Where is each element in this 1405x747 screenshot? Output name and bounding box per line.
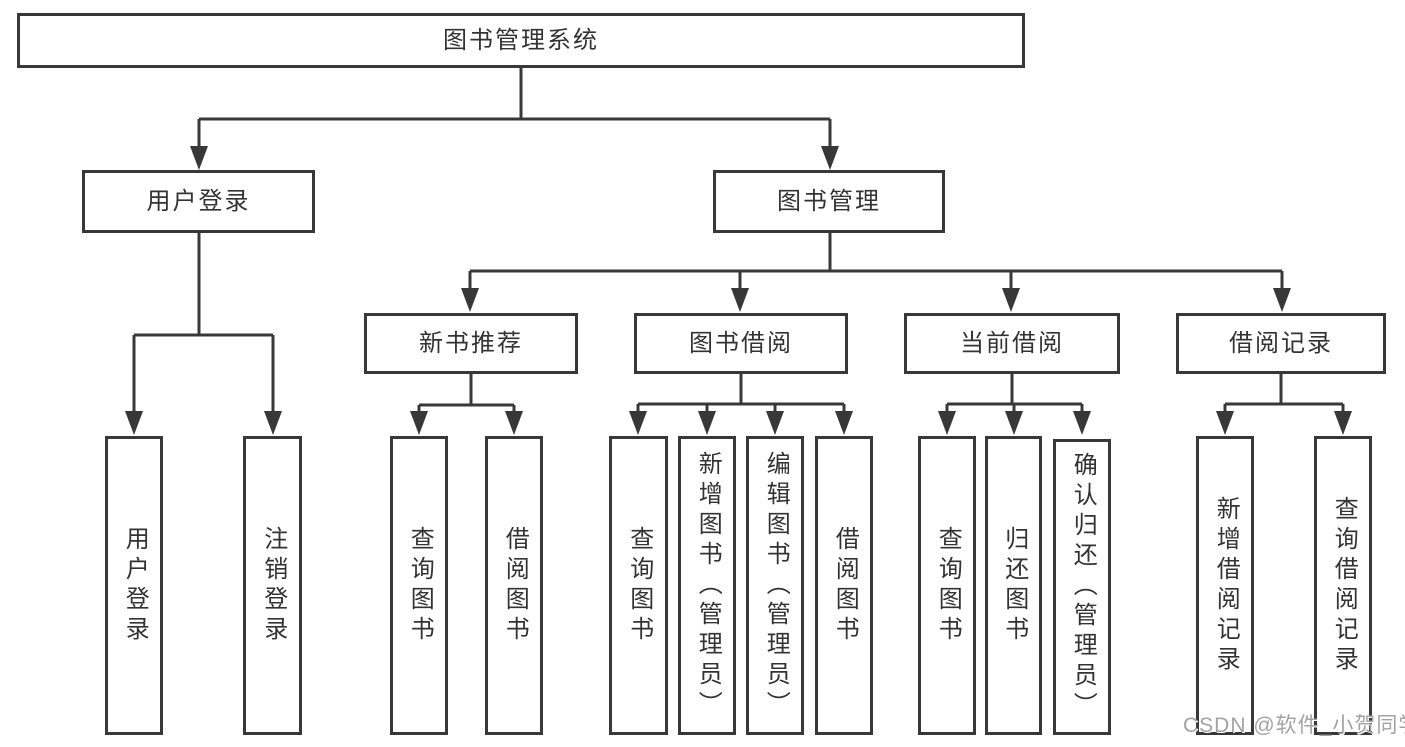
- connector-current-borrow: [945, 374, 1084, 412]
- leaf-borrow-books-2: 借阅图书: [815, 436, 873, 735]
- node-book-management: 图书管理: [713, 170, 945, 233]
- leaf-query-books-2: 查询图书: [609, 436, 668, 735]
- connector-new-book-recommend: [417, 374, 516, 412]
- connector-borrow-record: [1223, 374, 1345, 412]
- leaf-user-login: 用户登录: [105, 436, 163, 735]
- node-borrow-record: 借阅记录: [1176, 313, 1386, 374]
- leaf-edit-books-admin-label: 编辑图书（管理员）: [762, 450, 790, 721]
- arrow-down-icon: [461, 288, 479, 312]
- leaf-confirm-return-admin-label: 确认归还（管理员）: [1069, 452, 1097, 722]
- node-book-management-label: 图书管理: [777, 187, 881, 215]
- leaf-return-books-label: 归还图书: [1000, 525, 1028, 646]
- arrow-down-icon: [190, 146, 208, 170]
- node-user-login-label: 用户登录: [146, 187, 251, 215]
- node-new-book-recommend: 新书推荐: [364, 313, 578, 374]
- node-user-login: 用户登录: [82, 170, 315, 233]
- node-book-borrow-label: 图书借阅: [689, 329, 793, 357]
- arrow-down-icon: [1002, 288, 1020, 312]
- leaf-query-books-3-label: 查询图书: [934, 525, 962, 646]
- leaf-query-books-1-label: 查询图书: [406, 525, 434, 646]
- leaf-user-login-label: 用户登录: [121, 525, 149, 646]
- leaf-query-books-2-label: 查询图书: [625, 525, 653, 646]
- arrow-down-icon: [1073, 411, 1091, 435]
- node-root-label: 图书管理系统: [443, 26, 599, 54]
- leaf-query-borrow-record-label: 查询借阅记录: [1330, 495, 1358, 676]
- leaf-confirm-return-admin: 确认归还（管理员）: [1053, 439, 1111, 735]
- leaf-query-borrow-record: 查询借阅记录: [1314, 436, 1372, 735]
- arrow-down-icon: [125, 411, 143, 435]
- connector-book-borrow: [636, 374, 846, 412]
- leaf-borrow-books-1: 借阅图书: [485, 436, 543, 735]
- node-new-book-recommend-label: 新书推荐: [419, 329, 523, 357]
- arrow-down-icon: [410, 411, 428, 435]
- arrow-down-icon: [698, 411, 716, 435]
- node-root: 图书管理系统: [17, 13, 1025, 68]
- arrow-down-icon: [1273, 288, 1291, 312]
- arrow-down-icon: [766, 411, 784, 435]
- connector-root: [197, 68, 832, 148]
- leaf-add-books-admin-label: 新增图书（管理员）: [694, 450, 722, 721]
- leaf-add-borrow-record: 新增借阅记录: [1196, 436, 1254, 735]
- leaf-borrow-books-2-label: 借阅图书: [831, 525, 859, 646]
- connector-paths: [132, 68, 1345, 412]
- leaf-add-borrow-record-label: 新增借阅记录: [1212, 495, 1240, 676]
- leaf-logout-label: 注销登录: [259, 525, 287, 646]
- connector-user-login: [132, 233, 275, 412]
- arrow-down-icon: [821, 146, 839, 170]
- leaf-logout: 注销登录: [243, 436, 302, 735]
- arrow-down-icon: [264, 411, 282, 435]
- arrow-down-icon: [731, 288, 749, 312]
- leaf-return-books: 归还图书: [985, 436, 1042, 735]
- arrow-down-icon: [629, 411, 647, 435]
- arrow-down-icon: [1334, 411, 1352, 435]
- leaf-edit-books-admin: 编辑图书（管理员）: [746, 436, 804, 735]
- leaf-query-books-1: 查询图书: [390, 436, 448, 735]
- arrow-down-icon: [1005, 411, 1023, 435]
- leaf-borrow-books-1-label: 借阅图书: [501, 525, 529, 646]
- arrow-down-icon: [835, 411, 853, 435]
- leaf-add-books-admin: 新增图书（管理员）: [678, 436, 736, 735]
- arrowheads: [125, 146, 1352, 435]
- node-current-borrow: 当前借阅: [904, 313, 1120, 374]
- node-book-borrow: 图书借阅: [634, 313, 848, 374]
- arrow-down-icon: [1216, 411, 1234, 435]
- node-borrow-record-label: 借阅记录: [1229, 329, 1333, 357]
- leaf-query-books-3: 查询图书: [918, 436, 976, 735]
- arrow-down-icon: [505, 411, 523, 435]
- node-current-borrow-label: 当前借阅: [960, 329, 1064, 357]
- csdn-watermark: CSDN @软件_小贺同学: [1183, 714, 1405, 737]
- arrow-down-icon: [938, 411, 956, 435]
- connector-book-management: [468, 233, 1284, 289]
